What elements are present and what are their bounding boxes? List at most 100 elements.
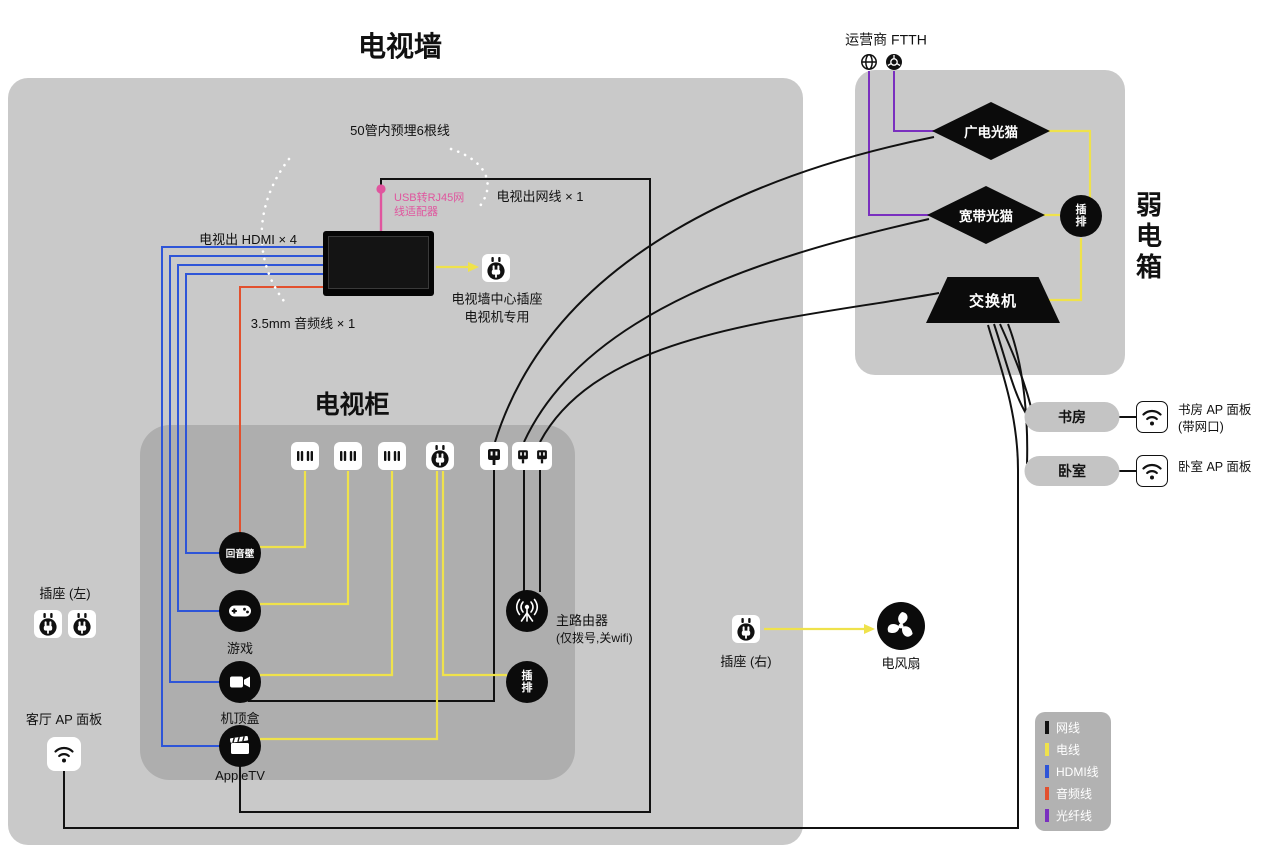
power-lines	[260, 129, 1092, 741]
tv-net-out-label: 电视出网线 × 1	[496, 189, 584, 205]
conduit-arcs	[260, 147, 489, 307]
tv-screen-inner	[328, 236, 429, 289]
tv-cabinet-panel	[140, 425, 575, 780]
clapperboard-icon	[229, 735, 249, 754]
title-weak-box: 弱电箱	[1135, 190, 1162, 282]
legend-swatch	[1045, 765, 1049, 778]
gamepad-icon	[229, 605, 251, 617]
hdmi-lines	[161, 246, 323, 747]
outlet-plate-3	[378, 442, 406, 470]
network-jack-icon	[517, 450, 528, 464]
weakbox-power-strip-label: 插排	[1075, 204, 1087, 228]
settop-label: 机顶盒	[220, 711, 260, 727]
living-ap-panel	[47, 737, 81, 771]
network-lines	[63, 136, 1138, 829]
network-jack-icon	[488, 449, 500, 465]
power-arrowheads	[468, 262, 875, 634]
legend-swatch	[1045, 721, 1049, 734]
fan-node	[877, 602, 925, 650]
study-ap-label: 书房 AP 面板 (带网口)	[1178, 403, 1252, 434]
plug-socket-icon	[39, 613, 57, 636]
appletv-node	[219, 725, 261, 767]
fan-label: 电风扇	[881, 656, 921, 672]
living-ap-label: 客厅 AP 面板	[25, 712, 103, 728]
fiber-lines	[868, 71, 935, 216]
legend-item: 网线	[1035, 719, 1111, 736]
audio-line	[239, 286, 323, 533]
audio-out-label: 3.5mm 音频线 × 1	[250, 316, 356, 332]
socket-left-b	[68, 610, 96, 638]
legend: 网线 电线 HDMI线 音频线 光纤线	[1035, 712, 1111, 831]
router-node	[506, 590, 548, 632]
wifi-icon	[1142, 409, 1162, 426]
legend-item: HDMI线	[1035, 763, 1111, 780]
legend-item: 音频线	[1035, 785, 1111, 802]
study-ap-icon	[1136, 401, 1168, 433]
conduit-note-label: 50管内预埋6根线	[350, 123, 450, 139]
legend-label: 音频线	[1056, 787, 1093, 801]
study-label: 书房	[1058, 409, 1086, 425]
title-tv-wall: 电视墙	[357, 31, 443, 63]
socket-right	[732, 615, 760, 643]
wifi-icon	[1142, 463, 1162, 480]
switch-node: 交换机	[926, 277, 1060, 323]
antenna-icon	[515, 598, 539, 622]
tv-screen	[323, 231, 434, 296]
wifi-icon	[54, 746, 74, 763]
weakbox-power-strip-node: 插排	[1060, 195, 1102, 237]
legend-label: 电线	[1056, 743, 1081, 757]
plug-plate	[426, 442, 454, 470]
bedroom-ap-icon	[1136, 455, 1168, 487]
settop-node	[219, 661, 261, 703]
legend-swatch	[1045, 743, 1049, 756]
center-socket-label: 电视墙中心插座 电视机专用	[451, 291, 543, 324]
study-pill: 书房	[1024, 402, 1120, 432]
switch-label: 交换机	[968, 292, 1017, 310]
plug-socket-icon	[487, 257, 505, 280]
tv-hdmi-out-label: 电视出 HDMI × 4	[199, 232, 297, 248]
outlet-plate-2	[334, 442, 362, 470]
socket-left-label: 插座 (左)	[39, 586, 91, 602]
legend-item: 电线	[1035, 741, 1111, 758]
legend-swatch	[1045, 787, 1049, 800]
legend-swatch	[1045, 809, 1049, 822]
legend-label: 网线	[1056, 721, 1081, 735]
outlet-plate-1	[291, 442, 319, 470]
soundbar-node: 回音壁	[219, 532, 261, 574]
plug-socket-icon	[73, 613, 91, 636]
usb-adapter-label: USB转RJ45网 线适配器	[394, 192, 465, 218]
cabinet-power-strip-node: 插排	[506, 661, 548, 703]
legend-label: HDMI线	[1056, 765, 1099, 779]
bedroom-pill: 卧室	[1024, 456, 1120, 486]
outlet-icon	[384, 451, 400, 461]
center-socket-plate	[482, 254, 510, 282]
title-isp: 运营商 FTTH	[845, 31, 927, 48]
plug-socket-icon	[737, 618, 755, 641]
outlet-icon	[297, 451, 313, 461]
legend-item: 光纤线	[1035, 807, 1111, 824]
appletv-label: AppleTV	[215, 768, 265, 784]
usb-adapter-head	[376, 184, 386, 194]
socket-left-a	[34, 610, 62, 638]
legend-label: 光纤线	[1056, 809, 1093, 823]
net-plate-double	[512, 442, 552, 470]
soundbar-label: 回音壁	[225, 549, 255, 560]
plug-socket-icon	[431, 445, 449, 468]
catv-modem-label: 广电光猫	[964, 125, 1018, 140]
router-label: 主路由器 (仅拨号,关wifi)	[556, 613, 633, 645]
aperture-icon	[885, 53, 903, 71]
globe-icon	[860, 53, 878, 71]
network-jack-icon	[536, 450, 547, 464]
bedroom-label: 卧室	[1058, 463, 1086, 479]
title-tv-cabinet: 电视柜	[314, 391, 390, 420]
cabinet-power-strip-label: 插排	[521, 670, 533, 694]
bedroom-ap-label: 卧室 AP 面板	[1178, 460, 1252, 474]
net-plate-single	[480, 442, 508, 470]
usb-adapter-cable	[376, 184, 386, 232]
fan-icon	[887, 612, 913, 637]
video-camera-icon	[230, 676, 250, 688]
game-node	[219, 590, 261, 632]
outlet-icon	[340, 451, 356, 461]
